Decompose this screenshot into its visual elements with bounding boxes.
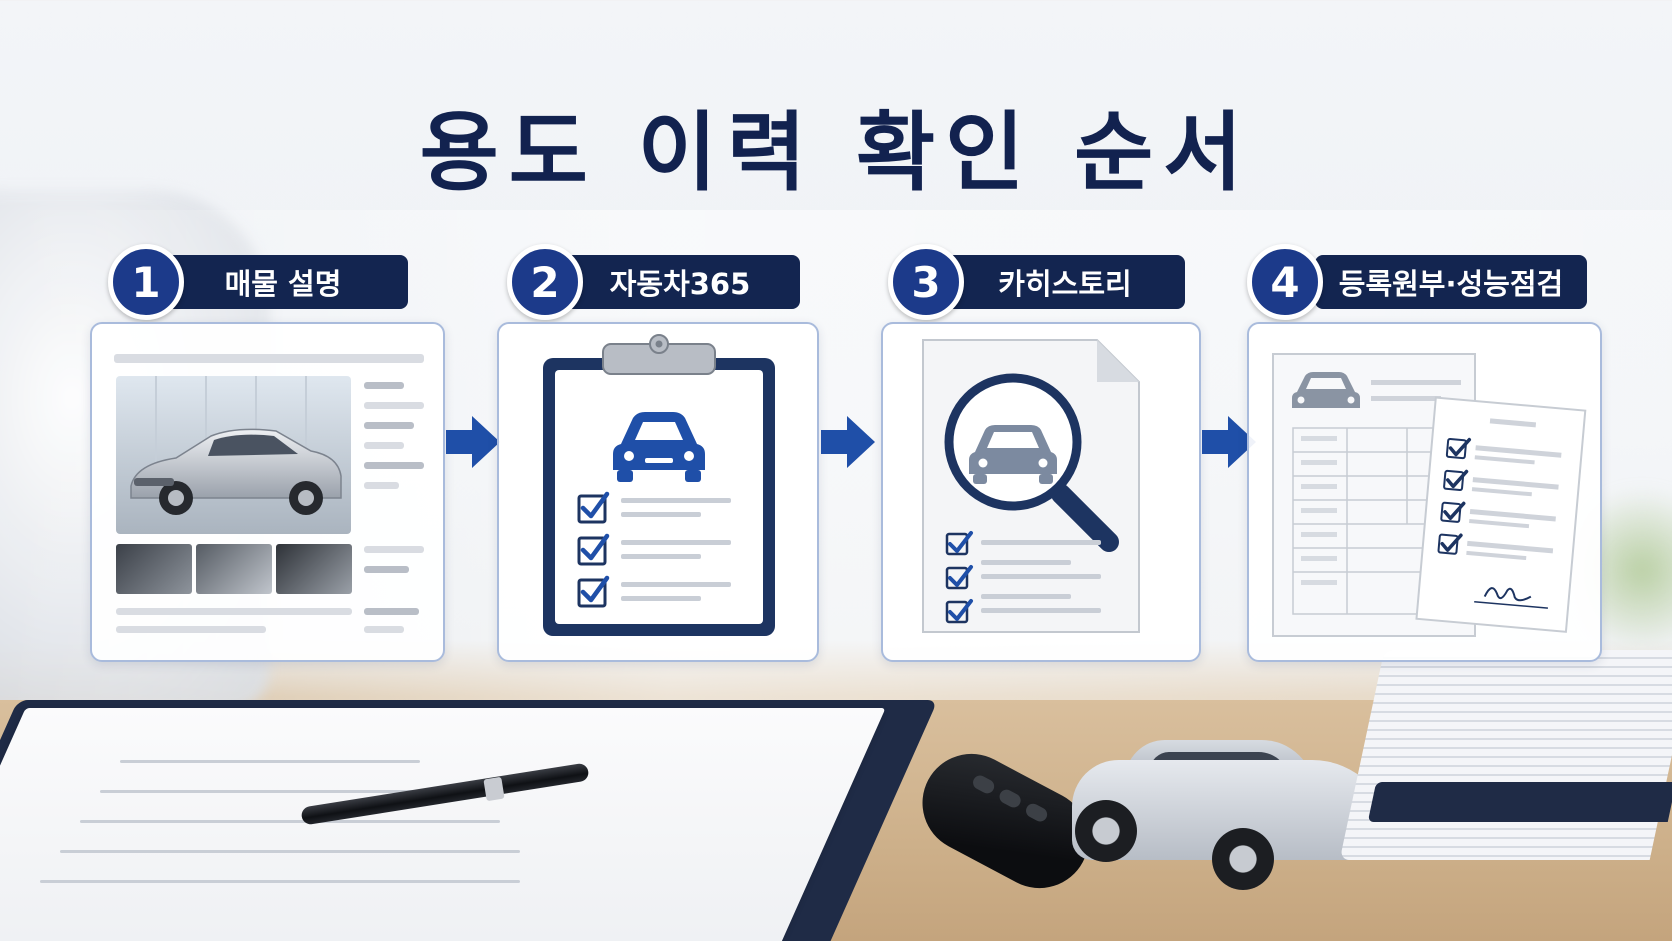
checkbox-icon [945, 532, 969, 624]
step-1-number: 1 [108, 244, 184, 320]
step-3-label: 카히스토리 [945, 255, 1185, 309]
checkbox-icon [1437, 437, 1468, 555]
spec-bar [364, 482, 399, 489]
registration-documents [1272, 353, 1587, 637]
step-4-number: 4 [1247, 244, 1323, 320]
step-3-number: 3 [888, 244, 964, 320]
spec-bar [364, 546, 424, 553]
spec-bar [364, 608, 419, 615]
step-2-number: 2 [507, 244, 583, 320]
spec-bar [364, 626, 404, 633]
paper-line [120, 760, 420, 763]
paper-line [60, 850, 520, 853]
car-icon [1292, 372, 1360, 408]
car-icon [969, 425, 1057, 484]
step-2-label: 자동차365 [560, 255, 800, 309]
spec-bar [364, 566, 409, 573]
spec-bar [364, 422, 414, 429]
interior-thumbnail [276, 544, 352, 594]
paper-stack-folder [1367, 782, 1672, 822]
listing-header-bar [114, 354, 424, 363]
paper-line [40, 880, 520, 883]
key-button [1023, 801, 1050, 824]
car-photo [116, 376, 351, 534]
step-1-panel [90, 322, 445, 662]
key-button [997, 787, 1024, 810]
spec-bar [364, 442, 404, 449]
signature-icon [1483, 587, 1532, 602]
arrow-right-icon [821, 416, 875, 468]
pen-clip [483, 776, 505, 802]
spec-bar [364, 382, 404, 389]
page-title: 용도 이력 확인 순서 [419, 103, 1253, 203]
interior-thumbnail [116, 544, 192, 594]
checkbox-icon [577, 494, 607, 608]
step-1-label: 매물 설명 [158, 255, 408, 309]
desk-paper [0, 708, 886, 941]
arrow-right-icon [1202, 416, 1256, 468]
key-button [970, 773, 997, 796]
description-bar [116, 626, 266, 633]
description-bar [116, 608, 352, 615]
toy-car-wheel [1212, 828, 1274, 890]
car-icon [613, 412, 705, 482]
arrow-right-icon [446, 416, 500, 468]
step-4-panel [1247, 322, 1602, 662]
magnifier-icon [944, 373, 1119, 552]
paper-line [100, 790, 460, 793]
spec-bar [364, 402, 424, 409]
clipboard-icon [543, 334, 775, 636]
step-3-panel [881, 322, 1201, 662]
spec-bar [364, 462, 424, 469]
step-2-panel [497, 322, 819, 662]
paper-line [80, 820, 500, 823]
toy-car-wheel [1075, 800, 1137, 862]
step-4-label: 등록원부·성능점검 [1315, 255, 1587, 309]
interior-thumbnail [196, 544, 272, 594]
paper-stack [1339, 650, 1672, 860]
document-icon [922, 339, 1140, 633]
